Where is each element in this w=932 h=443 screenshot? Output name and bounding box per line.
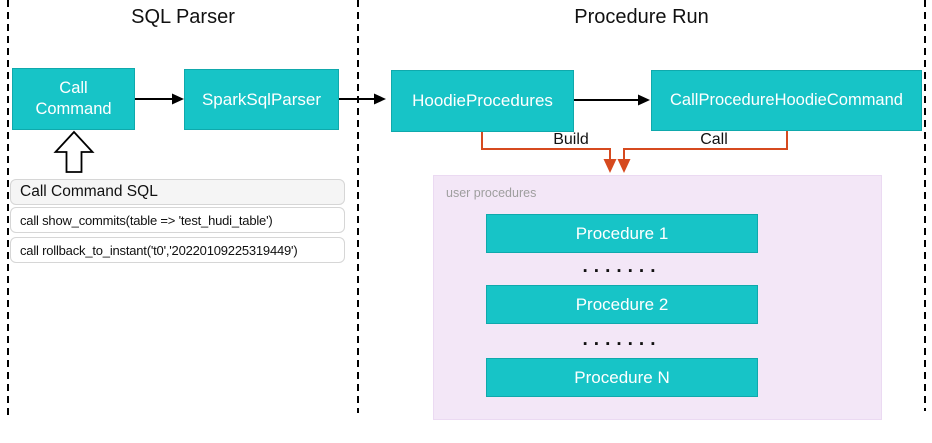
user-procedures-container: user procedures Procedure 1 ....... Proc… <box>433 175 882 420</box>
sql-table-row: call show_commits(table => 'test_hudi_ta… <box>10 207 345 233</box>
ellipsis-separator: ....... <box>582 329 662 350</box>
node-call-procedure-hoodie-command: CallProcedureHoodieCommand <box>651 70 922 131</box>
user-procedures-label: user procedures <box>446 186 537 200</box>
node-call-command-label: Call Command <box>35 78 112 118</box>
arrow-hoodieprocedures-to-callprocedurehoodiecommand <box>572 94 650 106</box>
hollow-up-arrow <box>53 130 95 173</box>
ellipsis-separator: ....... <box>582 256 662 277</box>
node-call-command: Call Command <box>12 68 135 130</box>
arrow-callcommand-to-sparksqlparser <box>133 93 184 105</box>
sql-table-row: call rollback_to_instant('t0','202201092… <box>10 237 345 263</box>
node-spark-sql-parser: SparkSqlParser <box>184 69 339 130</box>
node-procedure-n-label: Procedure N <box>574 367 670 387</box>
sql-table-header: Call Command SQL <box>10 179 345 205</box>
call-command-sql-table: Call Command SQL call show_commits(table… <box>10 179 345 267</box>
node-procedure-2-label: Procedure 2 <box>575 294 669 314</box>
section-title-procedure-run: Procedure Run <box>574 6 709 28</box>
arrow-sparksqlparser-to-hoodieprocedures <box>337 93 386 105</box>
node-call-procedure-hoodie-command-label: CallProcedureHoodieCommand <box>670 91 903 109</box>
edge-label-build: Build <box>553 131 589 148</box>
call-connector <box>617 129 788 173</box>
node-procedure-n: Procedure N <box>486 358 758 397</box>
node-spark-sql-parser-label: SparkSqlParser <box>201 89 322 109</box>
build-connector <box>481 130 617 173</box>
node-procedure-1-label: Procedure 1 <box>575 223 669 243</box>
node-procedure-1: Procedure 1 <box>486 214 758 253</box>
node-procedure-2: Procedure 2 <box>486 285 758 324</box>
section-title-sql-parser: SQL Parser <box>131 6 235 28</box>
node-hoodie-procedures-label: HoodieProcedures <box>412 91 553 110</box>
edge-label-call: Call <box>700 131 728 148</box>
node-hoodie-procedures: HoodieProcedures <box>391 70 574 132</box>
